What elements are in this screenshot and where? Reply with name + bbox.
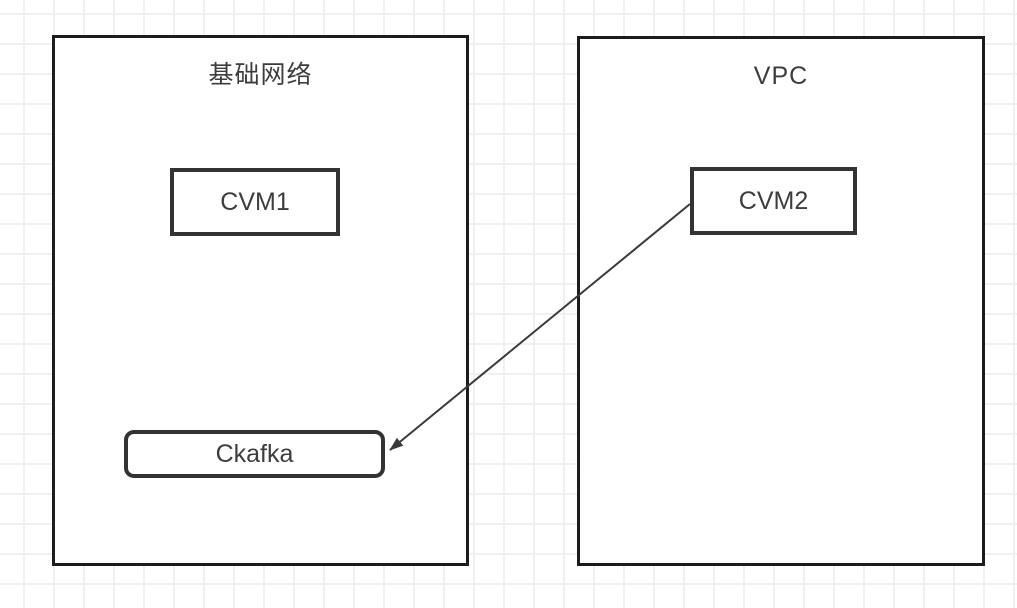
node-ckafka-label: Ckafka — [215, 439, 294, 468]
node-ckafka[interactable]: Ckafka — [124, 430, 385, 478]
container-basic-network[interactable]: 基础网络 CVM1 Ckafka — [52, 35, 469, 566]
node-cvm2[interactable]: CVM2 — [690, 167, 857, 235]
container-vpc[interactable]: VPC CVM2 — [577, 36, 985, 566]
container-vpc-title: VPC — [753, 62, 809, 90]
node-cvm1[interactable]: CVM1 — [170, 168, 340, 236]
container-basic-network-title: 基础网络 — [208, 61, 313, 89]
node-cvm2-label: CVM2 — [738, 186, 809, 215]
node-cvm1-label: CVM1 — [220, 187, 290, 216]
